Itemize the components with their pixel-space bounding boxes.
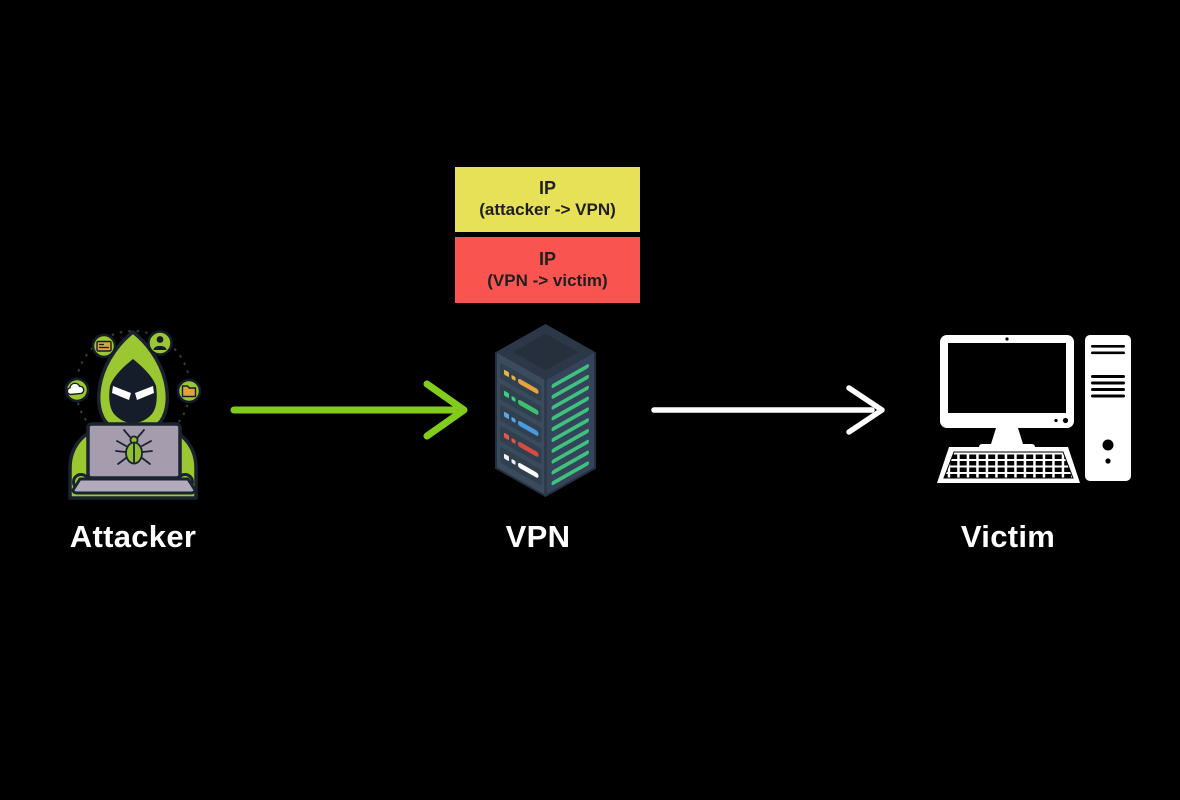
keyboard (937, 447, 1080, 483)
vpn-to-victim-arrow (651, 385, 885, 435)
arrow-head (846, 385, 885, 435)
hacker-icon (64, 330, 202, 500)
ip-box-attacker-to-vpn: IP (attacker -> VPN) (455, 167, 640, 232)
tower-case (1085, 335, 1131, 481)
left-eye (112, 386, 131, 400)
ip-box-title: IP (538, 248, 556, 269)
ip-box-subtitle: (attacker -> VPN) (479, 200, 616, 220)
server-top-inset (513, 333, 578, 371)
ip-box-subtitle: (VPN -> victim) (487, 270, 608, 290)
ip-box-vpn-to-victim: IP (VPN -> victim) (455, 237, 640, 303)
credit-card-icon (91, 333, 117, 359)
monitor (940, 335, 1074, 450)
face (109, 359, 157, 423)
folder-icon (176, 378, 202, 404)
laptop-base (71, 477, 197, 495)
attacker-to-vpn-arrow (230, 380, 468, 440)
server-drive-rows (500, 363, 542, 485)
arrow-head (423, 380, 468, 440)
attacker-label: Attacker (69, 519, 197, 554)
laptop-icon (86, 422, 182, 480)
power-button (1102, 439, 1114, 451)
vpn-label: VPN (505, 519, 571, 554)
server-vent-stripes (551, 364, 589, 486)
victim-label: Victim (960, 519, 1056, 554)
desktop-computer-icon (937, 335, 1131, 483)
ip-box-title: IP (538, 178, 556, 199)
cloud-icon (64, 377, 90, 403)
bug-icon (115, 429, 153, 465)
user-icon (147, 330, 173, 356)
vpn-server-icon (495, 324, 596, 498)
right-eye (135, 386, 154, 400)
